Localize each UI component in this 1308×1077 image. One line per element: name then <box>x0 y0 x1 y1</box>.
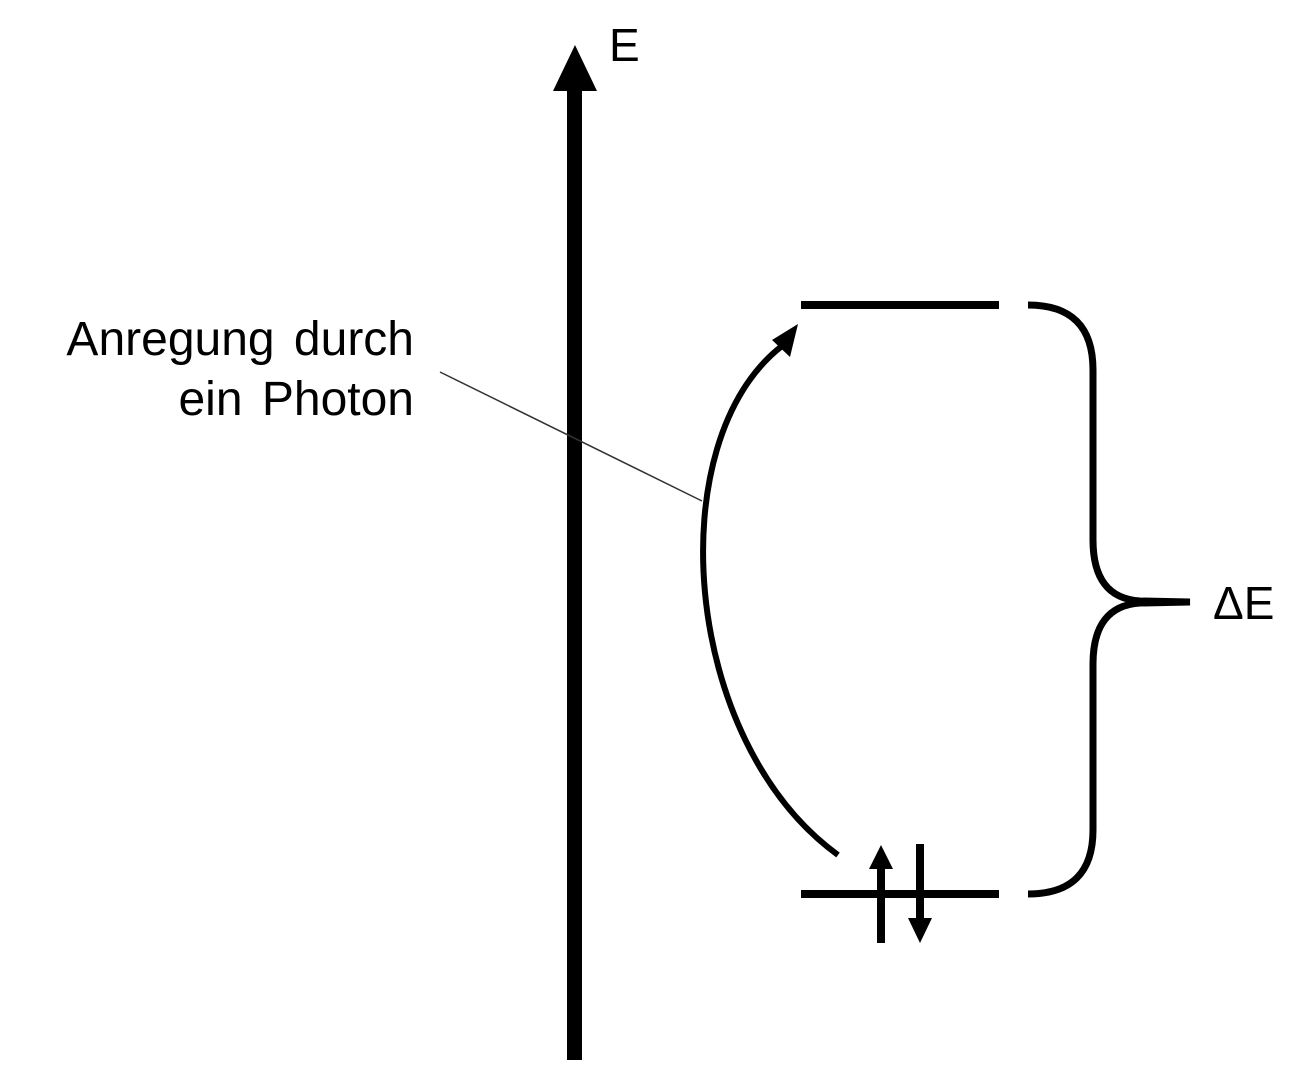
excitation-label-line2: ein Photon <box>178 373 414 426</box>
leader-line <box>439 371 703 502</box>
excitation-arrow <box>700 324 840 858</box>
axis-arrowhead-icon <box>553 45 597 91</box>
electron-spin-down-icon <box>908 844 932 943</box>
axis-shaft <box>567 86 582 1060</box>
excitation-label: Anregung durch ein Photon <box>66 310 414 430</box>
energy-axis-label: E <box>609 19 640 71</box>
excitation-label-line1: Anregung durch <box>66 313 414 366</box>
excitation-arrowhead-icon <box>772 324 798 357</box>
energy-axis <box>553 45 597 1060</box>
delta-e-brace <box>1027 301 1191 898</box>
electron-spin-up-icon <box>869 845 893 943</box>
energy-gap-label: ΔE <box>1213 577 1275 629</box>
